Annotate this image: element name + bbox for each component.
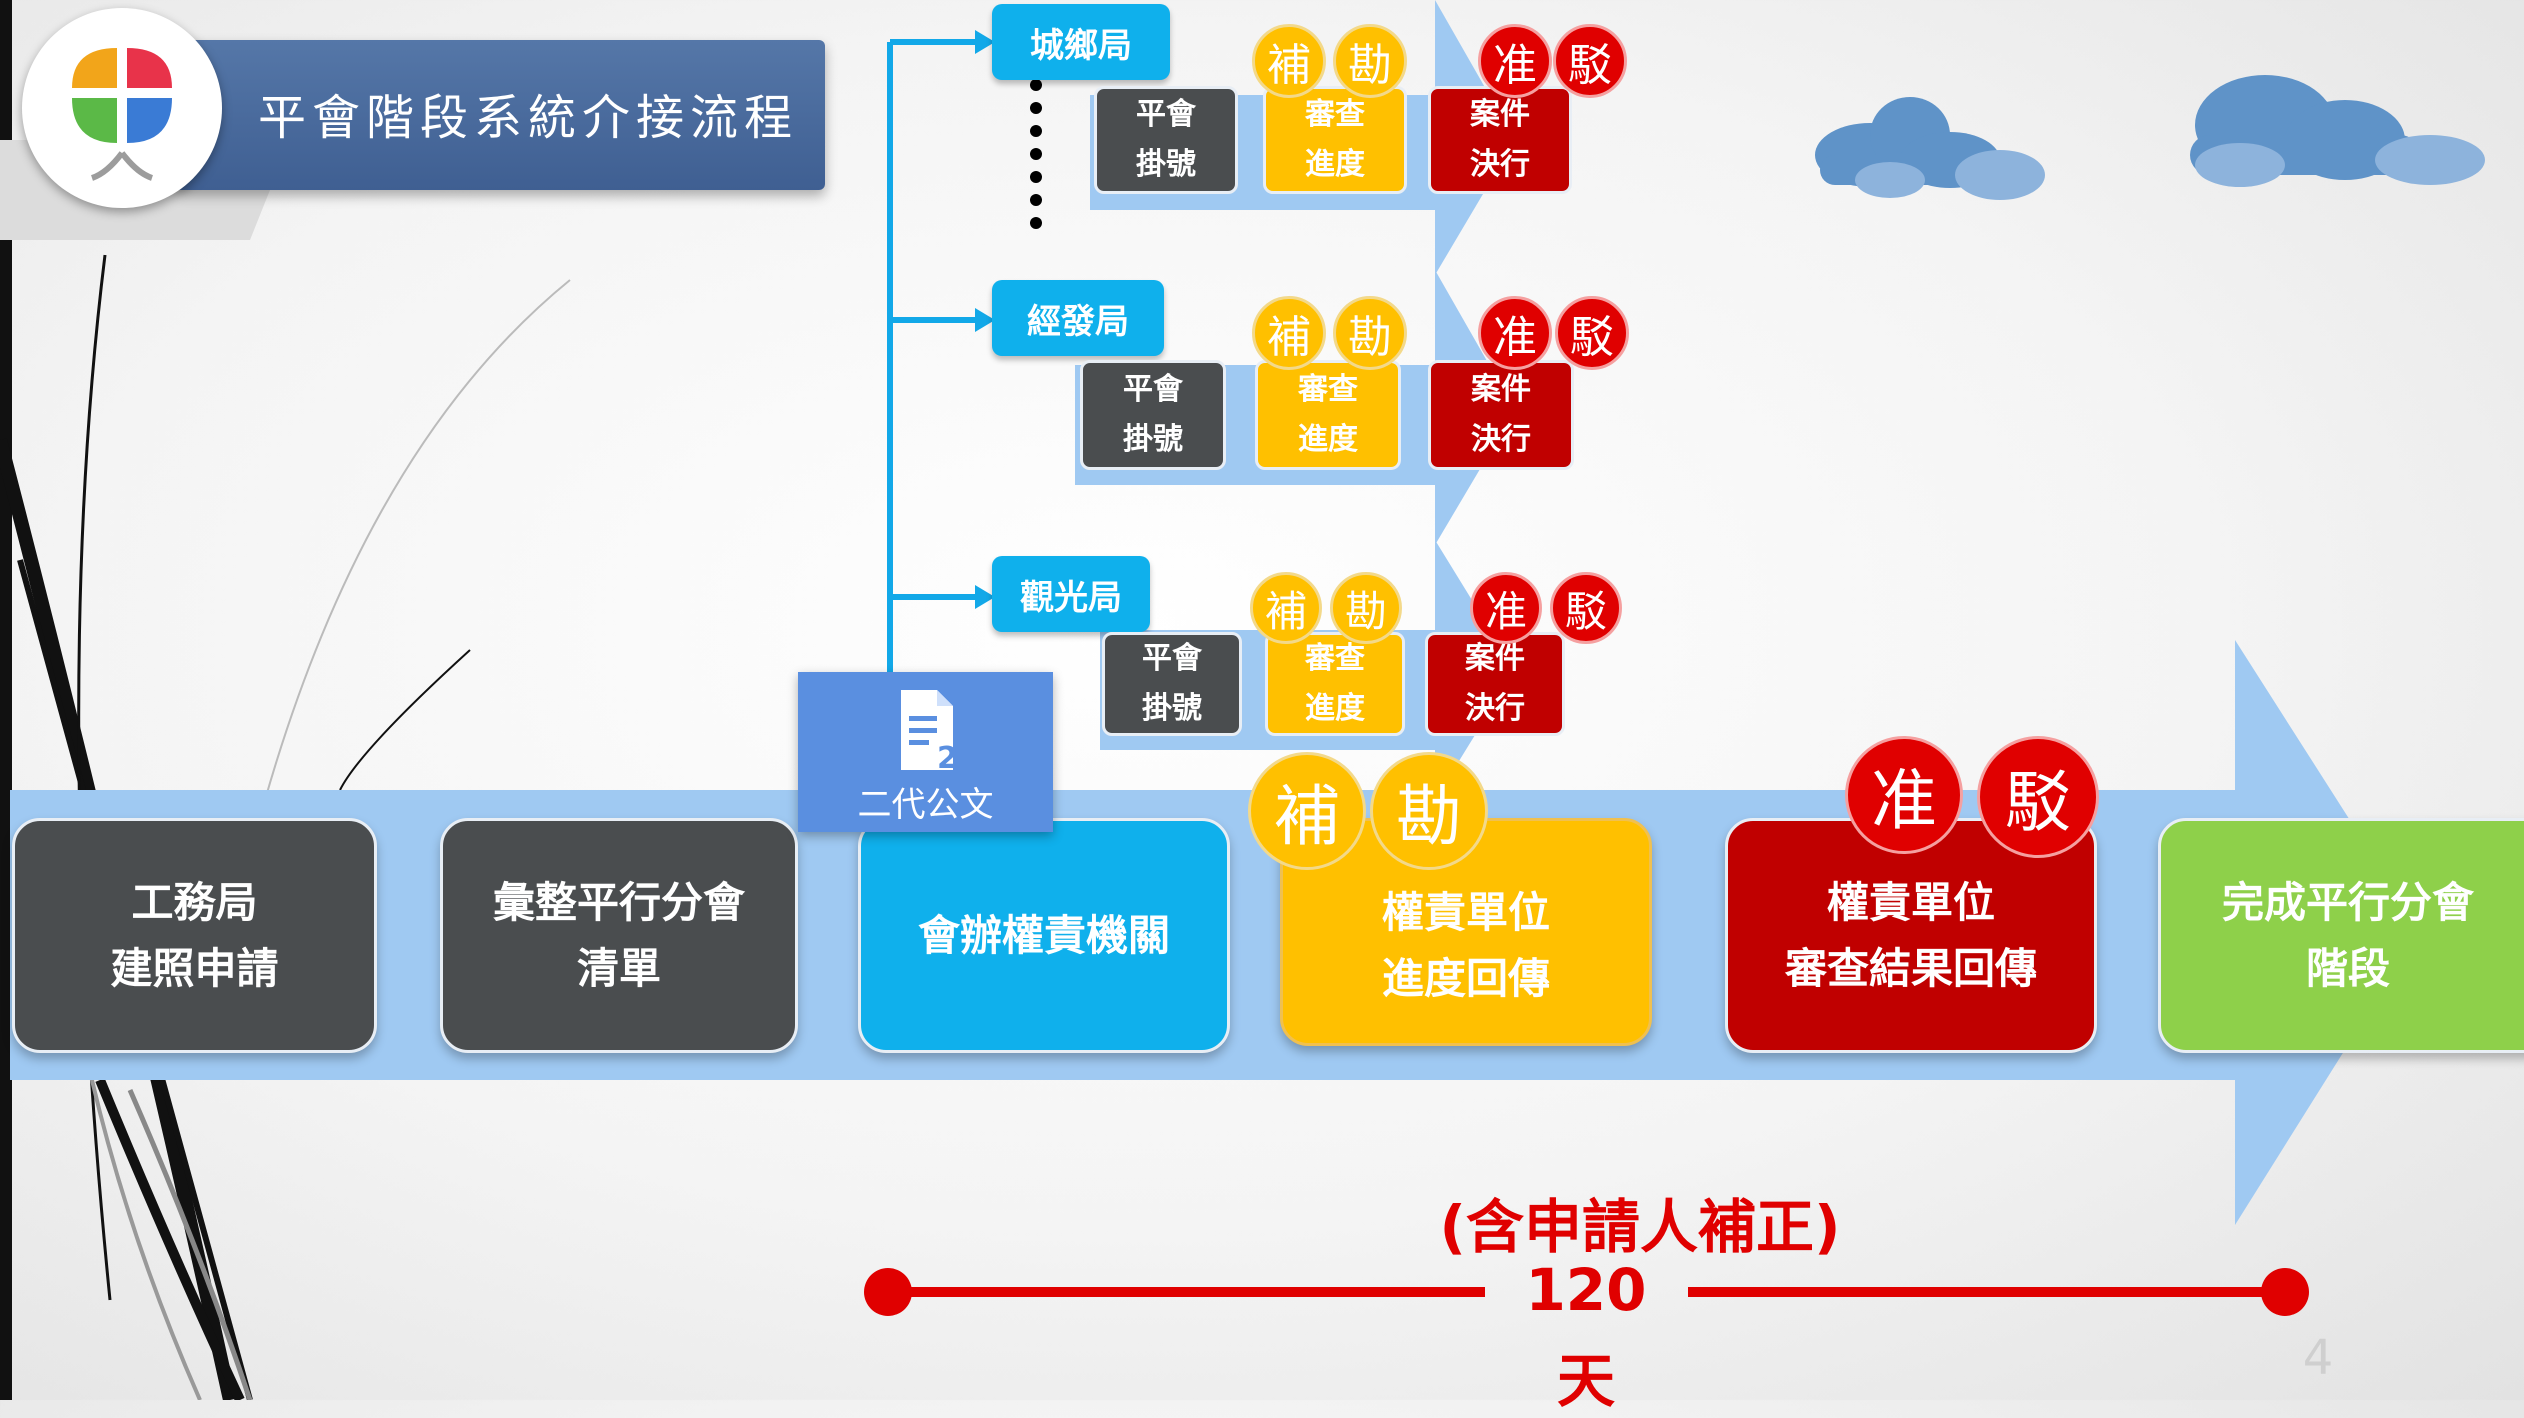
agency-tourism: 觀光局: [992, 556, 1150, 632]
seal-approve: 准: [1478, 24, 1552, 98]
cloud-icon: [1815, 97, 2045, 200]
seal-reject: 駁: [1550, 572, 1622, 644]
seal-approve: 准: [1478, 296, 1552, 370]
seal-approve: 准: [1470, 572, 1542, 644]
sub-register: 平會掛號: [1102, 632, 1242, 736]
seal-inspect: 勘: [1330, 572, 1402, 644]
seal-inspect: 勘: [1333, 296, 1407, 370]
step-apply: 工務局 建照申請: [12, 818, 377, 1053]
step-coordinate: 會辦權責機關: [858, 818, 1230, 1053]
agency-urban-rural: 城鄉局: [992, 4, 1170, 80]
seal-inspect-large: 勘: [1370, 752, 1488, 870]
seal-inspect: 勘: [1333, 24, 1407, 98]
document-icon: 2: [901, 690, 958, 776]
seal-reject: 駁: [1555, 296, 1629, 370]
page-number: 4: [2302, 1330, 2334, 1386]
page-title: 平會階段系統介接流程: [258, 90, 799, 146]
seal-reject-large: 駁: [1977, 736, 2099, 858]
sub-progress: 審查進度: [1255, 360, 1401, 470]
seal-reject: 駁: [1553, 24, 1627, 98]
document-card: 2 二代公文: [798, 672, 1053, 832]
seal-supplement-large: 補: [1248, 752, 1366, 870]
cloud-icon: [2190, 75, 2485, 187]
sub-decision: 案件決行: [1428, 86, 1572, 194]
step-compile-list: 彙整平行分會 清單: [440, 818, 798, 1053]
seal-supplement: 補: [1252, 296, 1326, 370]
sub-decision: 案件決行: [1425, 632, 1565, 736]
sub-progress: 審查進度: [1265, 632, 1405, 736]
seal-supplement: 補: [1250, 572, 1322, 644]
seal-supplement: 補: [1252, 24, 1326, 98]
timeline-days: 120: [1525, 1256, 1647, 1324]
logo-icon: [22, 8, 222, 208]
seal-approve-large: 准: [1845, 736, 1963, 854]
svg-text:2: 2: [937, 741, 958, 776]
sub-register: 平會掛號: [1094, 86, 1238, 194]
title-banner: [175, 40, 825, 190]
step-complete: 完成平行分會 階段: [2158, 818, 2524, 1053]
timeline-note: (含申請人補正): [1439, 1193, 1841, 1261]
sub-progress: 審查進度: [1263, 86, 1407, 194]
sub-register: 平會掛號: [1080, 360, 1226, 470]
timeline-unit: 天: [1556, 1347, 1615, 1415]
agency-economic-dev: 經發局: [992, 280, 1164, 356]
document-label: 二代公文: [857, 785, 994, 825]
sub-decision: 案件決行: [1428, 360, 1574, 470]
